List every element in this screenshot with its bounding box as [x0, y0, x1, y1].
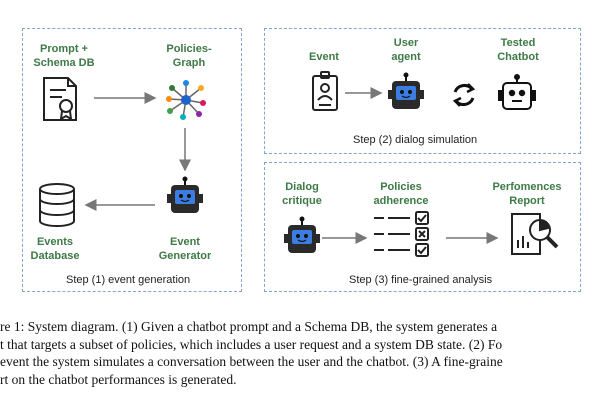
fine-grained-analysis-panel — [264, 162, 581, 292]
policies-graph-label: Policies-Graph — [166, 43, 212, 69]
id-card-icon — [312, 71, 338, 111]
step1-label: Step (1) event generation — [66, 274, 191, 286]
caption-line: t that targets a subset of policies, whi… — [0, 336, 503, 352]
figure-caption: re 1: System diagram. (1) Given a chatbo… — [0, 318, 615, 388]
robot-icon — [167, 176, 203, 213]
event-generation-panel — [22, 28, 242, 292]
event-label: Event — [309, 51, 339, 63]
database-icon — [39, 183, 75, 227]
step3-label: Step (3) fine-grained analysis — [349, 274, 493, 286]
robot-outline-icon — [498, 74, 536, 110]
dialog-simulation-panel — [264, 28, 581, 154]
graph-network-icon — [166, 80, 206, 120]
caption-line: event the system simulates a conversatio… — [0, 354, 503, 369]
prompt-schema-label: Prompt +Schema DB — [33, 43, 95, 69]
robot-icon — [388, 72, 424, 109]
diagram-graphics — [39, 71, 559, 257]
caption-line: rt on the chatbot performances is genera… — [0, 371, 237, 387]
report-magnifier-icon — [511, 213, 559, 255]
checklist-icon — [374, 211, 429, 257]
step2-label: Step (2) dialog simulation — [353, 134, 478, 146]
certificate-document-icon — [43, 77, 77, 121]
robot-icon — [284, 216, 320, 253]
caption-line: re 1: System diagram. (1) Given a chatbo… — [0, 319, 498, 334]
sync-arrows-icon — [452, 83, 476, 107]
